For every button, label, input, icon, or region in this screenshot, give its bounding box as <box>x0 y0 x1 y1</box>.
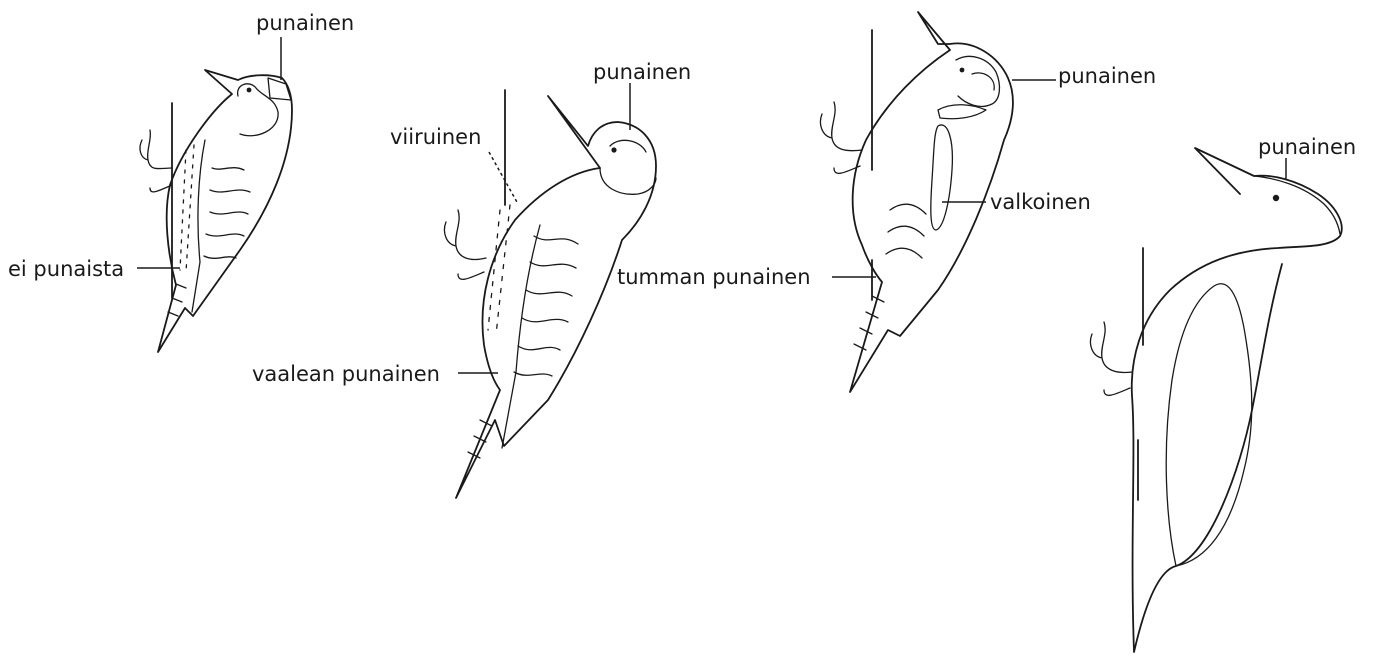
bird-1-eye <box>247 88 252 93</box>
bird-1-drawing <box>140 70 292 352</box>
bird-2-foot <box>444 210 486 279</box>
bird-1-outline <box>158 70 292 352</box>
bird-4-wing <box>1166 284 1252 566</box>
bird-2-streaks <box>488 205 510 335</box>
bird-2-drawing <box>444 90 656 498</box>
bird-3-white-patch <box>931 125 953 230</box>
label-bird3-back: valkoinen <box>990 190 1091 214</box>
bird-3-eye <box>960 68 965 73</box>
bird-3-shoulder-patch <box>938 105 986 119</box>
bird-4-eye <box>1273 195 1279 201</box>
label-bird3-nape: punainen <box>1058 64 1156 88</box>
label-bird1-belly: ei punaista <box>8 257 124 281</box>
bird-2-eye <box>611 147 616 152</box>
label-bird2-vent: vaalean punainen <box>252 362 440 386</box>
labels: punainen ei punaista punainen viiruinen … <box>8 11 1356 386</box>
leader-bird2-breast <box>489 152 518 204</box>
bird-4-outline <box>1132 148 1342 652</box>
label-bird4-crown: punainen <box>1258 135 1356 159</box>
bird-4-crown <box>1254 176 1340 234</box>
label-bird1-head: punainen <box>256 11 354 35</box>
bird-3-head-pattern <box>956 56 999 106</box>
label-bird3-vent: tumman punainen <box>617 265 811 289</box>
bird-2-face-pattern <box>600 140 656 194</box>
label-bird2-breast: viiruinen <box>390 125 481 149</box>
bird-4-foot <box>1090 322 1132 395</box>
bird-3-foot <box>820 102 862 173</box>
bird-3-tail-bars <box>854 296 884 350</box>
bird-1-streaks <box>180 145 194 272</box>
bird-1-face-pattern <box>238 84 279 136</box>
bird-1-head-cap <box>268 78 291 100</box>
bird-1-foot <box>140 130 172 192</box>
label-bird2-head: punainen <box>593 60 691 84</box>
bird-2-tail-bars <box>468 420 492 458</box>
bird-1-wing <box>192 140 205 312</box>
bird-4-drawing <box>1090 148 1341 652</box>
bird-3-wing-bars <box>886 204 926 258</box>
bird-2-outline <box>456 96 656 498</box>
